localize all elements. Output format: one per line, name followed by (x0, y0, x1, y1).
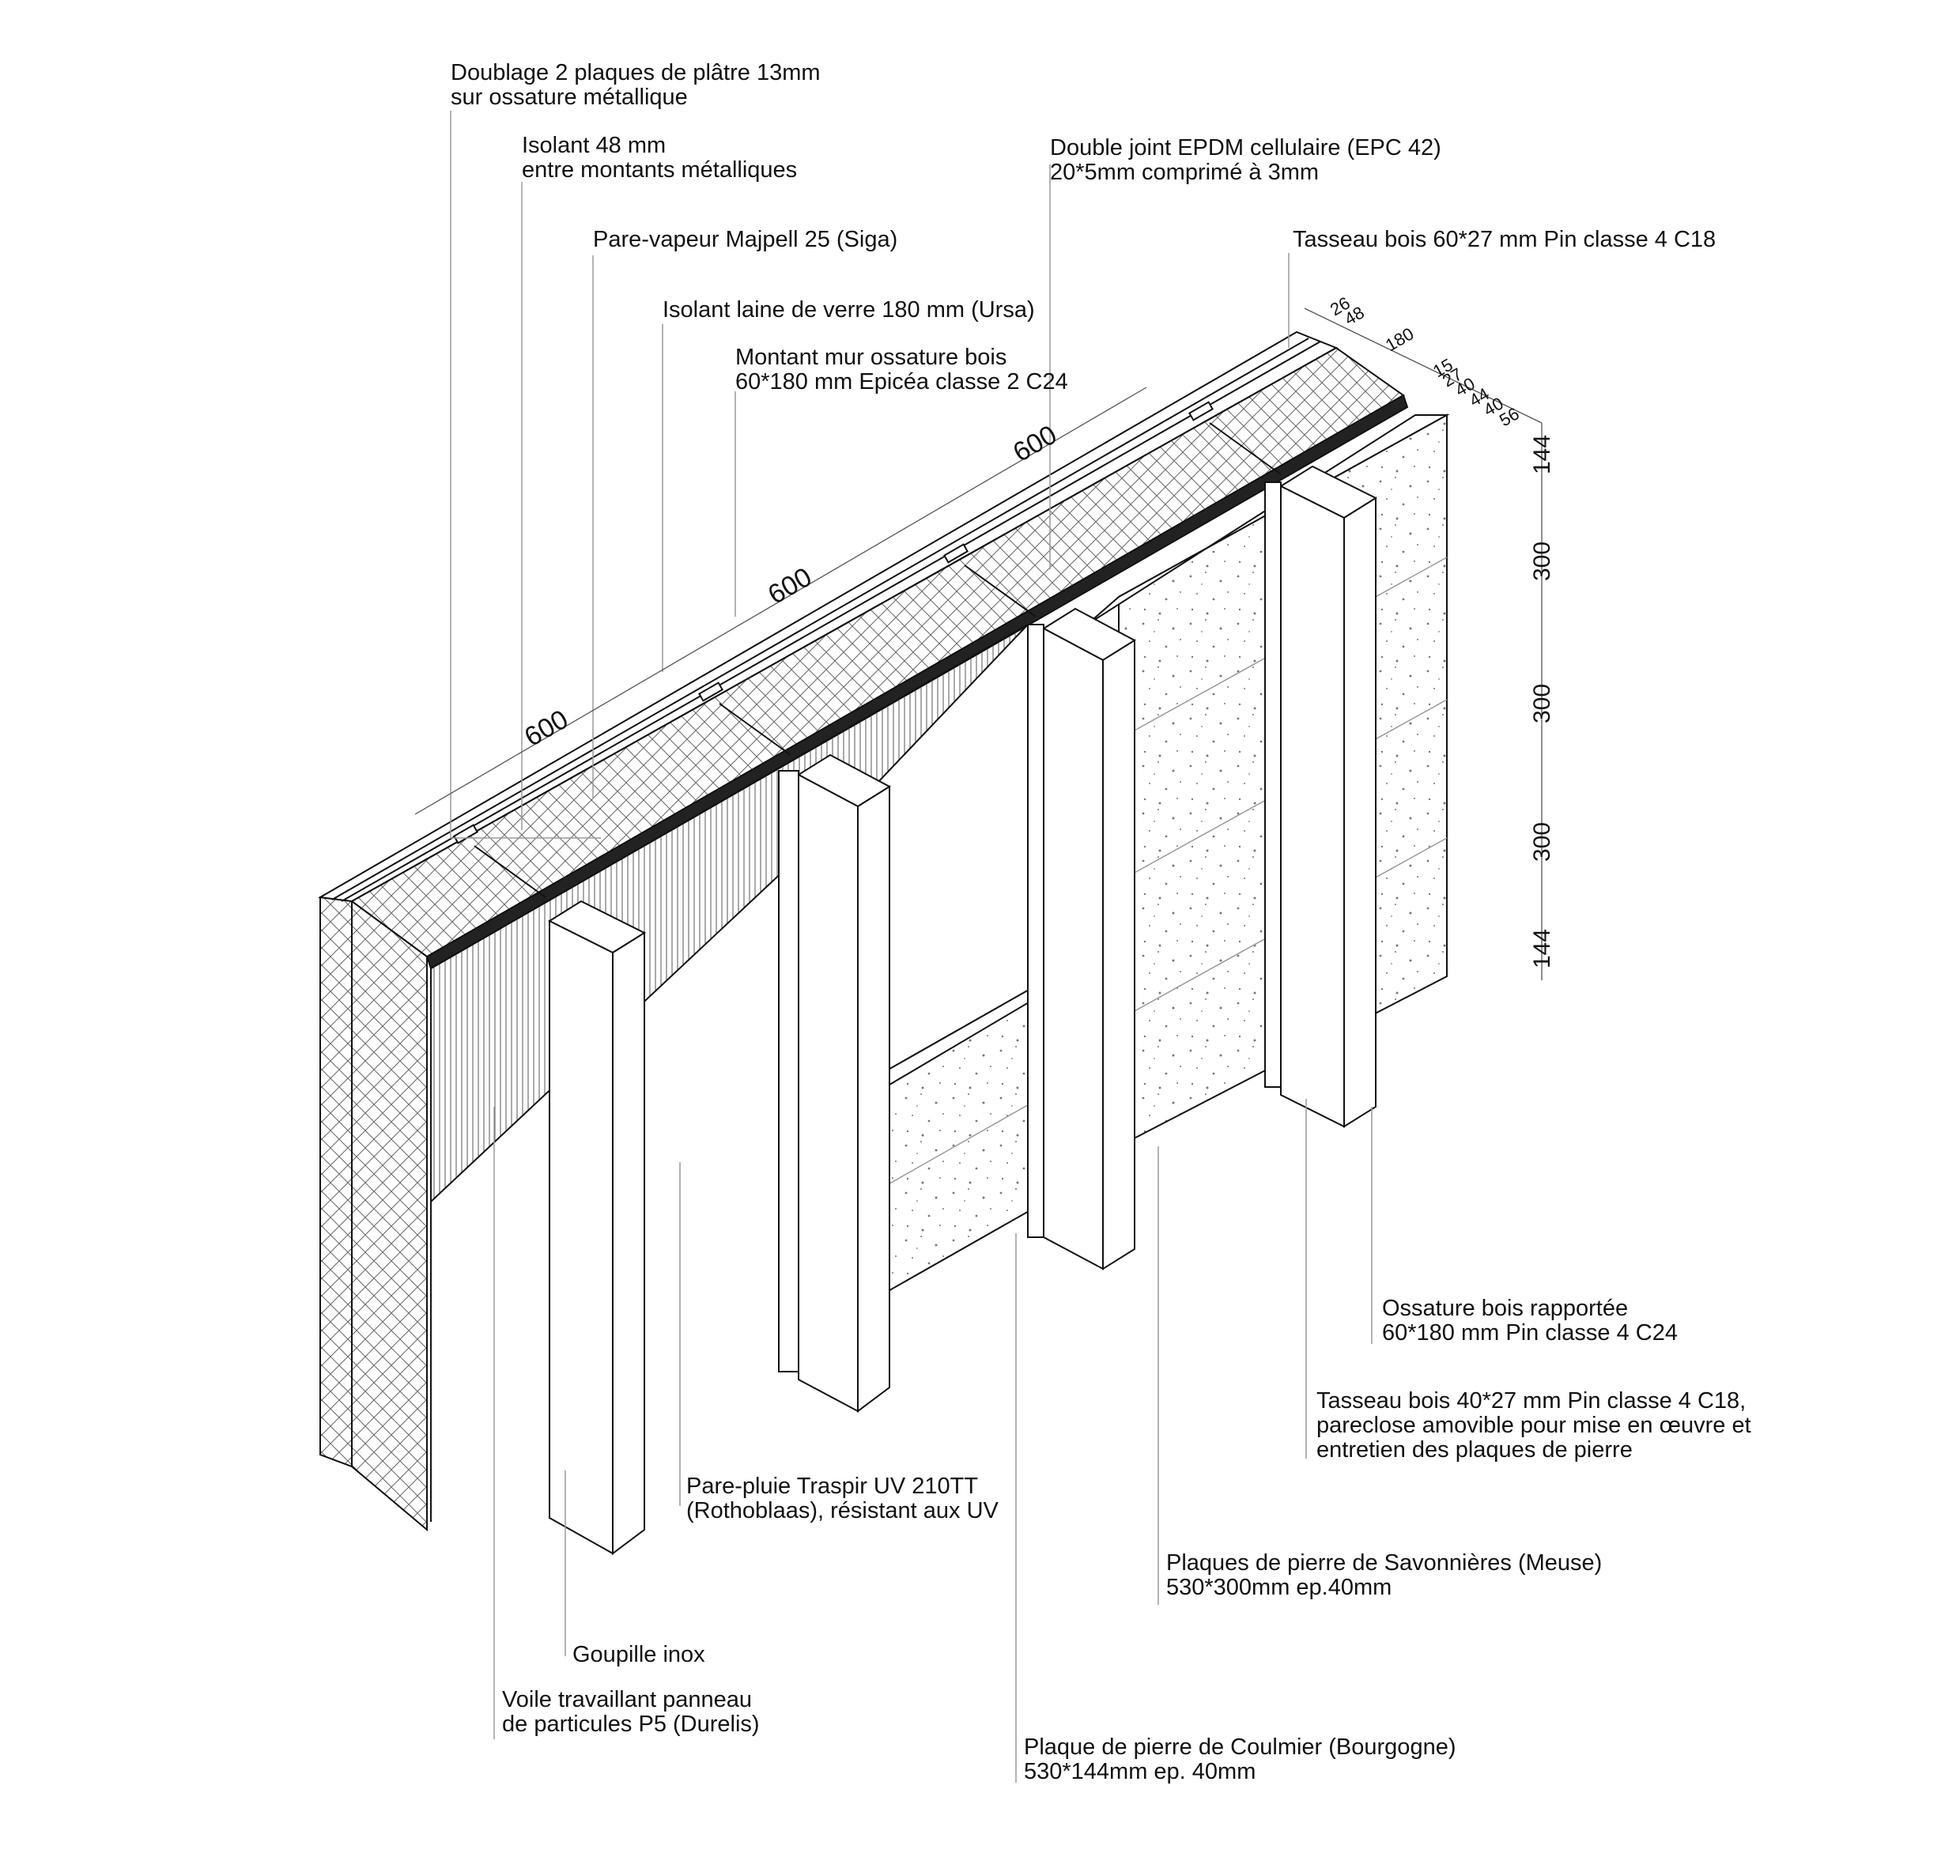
callout-montant-line-1: Montant mur ossature bois (735, 345, 1007, 370)
vertical-dimension-labels: 144 300 300 300 144 (1529, 435, 1555, 968)
callout-goupille-line-1: Goupille inox (572, 1642, 705, 1667)
callout-goupille: Goupille inox (572, 1643, 705, 1667)
callout-doublage-line-2: sur ossature métallique (451, 85, 688, 110)
callout-doublage-line-1: Doublage 2 plaques de plâtre 13mm (451, 60, 821, 85)
wall-body (317, 330, 1409, 1532)
callout-savonnieres-line-1: Plaques de pierre de Savonnières (Meuse) (1166, 1550, 1603, 1576)
vdim-300-1: 300 (1529, 542, 1555, 581)
spacing-label-3: 600 (1008, 420, 1062, 468)
callout-coulmier-line-2: 530*144mm ep. 40mm (1024, 1759, 1256, 1784)
callout-ossature: Ossature bois rapportée 60*180 mm Pin cl… (1382, 1297, 1678, 1346)
callout-coulmier: Plaque de pierre de Coulmier (Bourgogne)… (1024, 1735, 1456, 1784)
callout-isolant48-line-2: entre montants métalliques (522, 157, 798, 183)
callout-voile: Voile travaillant panneau de particules … (502, 1688, 760, 1737)
battens (547, 465, 1378, 1555)
callout-laineverre-line-1: Isolant laine de verre 180 mm (Ursa) (663, 297, 1035, 323)
batten-2 (778, 753, 891, 1413)
callout-montant: Montant mur ossature bois 60*180 mm Epic… (735, 345, 1068, 394)
batten-4 (1264, 465, 1378, 1128)
dimension-lines (414, 308, 1543, 980)
callout-parevapeur: Pare-vapeur Majpell 25 (Siga) (593, 228, 897, 252)
vdim-300-3: 300 (1529, 822, 1555, 862)
callout-isolant48-line-1: Isolant 48 mm (522, 133, 667, 158)
insulation-end-face (351, 900, 428, 1532)
callout-voile-line-1: Voile travaillant panneau (502, 1687, 753, 1712)
callout-montant-line-2: 60*180 mm Epicéa classe 2 C24 (735, 369, 1068, 394)
leader-lines (450, 111, 1373, 1783)
callout-laineverre: Isolant laine de verre 180 mm (Ursa) (663, 298, 1035, 323)
callout-ossature-line-2: 60*180 mm Pin classe 4 C24 (1382, 1320, 1678, 1346)
callout-parepluie: Pare-pluie Traspir UV 210TT (Rothoblaas)… (686, 1474, 999, 1523)
callout-doublage: Doublage 2 plaques de plâtre 13mm sur os… (451, 61, 821, 110)
callout-tasseau40-line-3: entretien des plaques de pierre (1316, 1437, 1633, 1463)
spacing-label-1: 600 (519, 704, 573, 753)
vdim-144-top: 144 (1529, 435, 1555, 474)
callout-tasseau60-line-1: Tasseau bois 60*27 mm Pin classe 4 C18 (1293, 227, 1716, 252)
callout-savonnieres-line-2: 530*300mm ep.40mm (1166, 1575, 1392, 1600)
callout-voile-line-2: de particules P5 (Durelis) (502, 1712, 760, 1737)
rainscreen-membrane-band (425, 394, 1409, 970)
callout-parevapeur-line-1: Pare-vapeur Majpell 25 (Siga) (593, 227, 898, 252)
batten-1 (547, 900, 647, 1555)
callout-joint: Double joint EPDM cellulaire (EPC 42) 20… (1050, 136, 1441, 185)
vdim-300-2: 300 (1529, 684, 1555, 723)
callout-tasseau60: Tasseau bois 60*27 mm Pin classe 4 C18 (1293, 228, 1716, 252)
wall-left-end-face (319, 896, 353, 1468)
spacing-label-2: 600 (763, 562, 817, 610)
callout-ossature-line-1: Ossature bois rapportée (1382, 1296, 1629, 1321)
callout-savonnieres: Plaques de pierre de Savonnières (Meuse)… (1166, 1551, 1602, 1600)
batten-3 (1027, 607, 1136, 1270)
callout-parepluie-line-2: (Rothoblaas), résistant aux UV (686, 1498, 999, 1523)
callout-tasseau40: Tasseau bois 40*27 mm Pin classe 4 C18, … (1316, 1389, 1751, 1463)
callout-tasseau40-line-1: Tasseau bois 40*27 mm Pin classe 4 C18, (1316, 1388, 1747, 1414)
callout-tasseau40-line-2: pareclose amovible pour mise en œuvre et (1316, 1413, 1751, 1438)
callout-joint-line-2: 20*5mm comprimé à 3mm (1050, 160, 1320, 185)
callout-coulmier-line-1: Plaque de pierre de Coulmier (Bourgogne) (1024, 1734, 1456, 1760)
callout-parepluie-line-1: Pare-pluie Traspir UV 210TT (686, 1474, 979, 1499)
layer-dim-180: 180 (1382, 323, 1417, 355)
callout-isolant48: Isolant 48 mm entre montants métalliques (522, 134, 797, 183)
callout-joint-line-1: Double joint EPDM cellulaire (EPC 42) (1050, 135, 1441, 160)
vdim-144-bottom: 144 (1529, 929, 1555, 968)
